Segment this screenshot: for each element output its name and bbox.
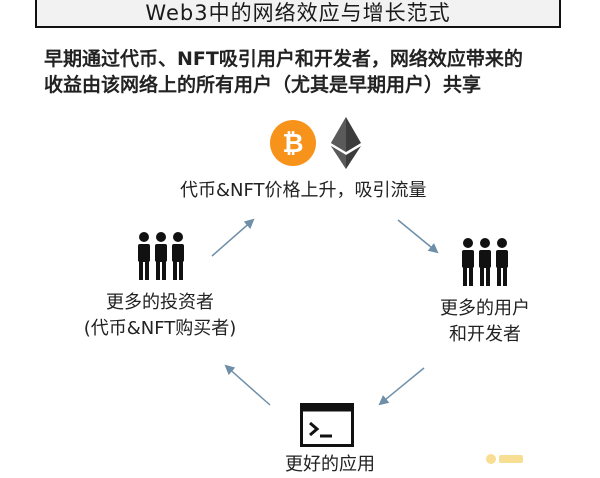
cycle-arrows xyxy=(211,218,439,406)
node-left-line-1: 更多的投资者 xyxy=(106,292,214,313)
bitcoin-icon: ₿ xyxy=(270,120,316,166)
subtitle-line-1: 早期通过代币、NFT吸引用户和开发者，网络效应带来的 xyxy=(44,48,523,70)
node-right-line-2: 和开发者 xyxy=(449,324,521,345)
subtitle: 早期通过代币、NFT吸引用户和开发者，网络效应带来的 收益由该网络上的所有用户（… xyxy=(44,46,574,98)
investors-people-icon xyxy=(138,232,184,280)
node-left-label: 更多的投资者 (代币&NFT购买者) xyxy=(40,290,280,342)
node-left-line-2: (代币&NFT购买者) xyxy=(83,318,237,339)
arrow-top-to-right xyxy=(397,219,439,254)
node-top-label: 代币&NFT价格上升，吸引流量 xyxy=(180,180,427,201)
subtitle-line-2: 收益由该网络上的所有用户（尤其是早期用户）共享 xyxy=(44,74,482,96)
title-banner: Web3中的网络效应与增长范式 xyxy=(35,0,561,28)
node-right-label: 更多的用户 和开发者 xyxy=(410,296,560,348)
arrow-left-to-top xyxy=(211,218,255,257)
watermark-logo xyxy=(486,454,523,464)
page-title: Web3中的网络效应与增长范式 xyxy=(145,1,451,25)
terminal-window-icon xyxy=(300,403,354,447)
arrow-right-to-bottom xyxy=(378,367,425,406)
ethereum-icon xyxy=(331,117,361,169)
node-right-line-1: 更多的用户 xyxy=(440,298,530,319)
arrow-bottom-to-left xyxy=(224,364,271,406)
svg-text:₿: ₿ xyxy=(282,129,303,159)
users-people-icon xyxy=(462,238,508,286)
